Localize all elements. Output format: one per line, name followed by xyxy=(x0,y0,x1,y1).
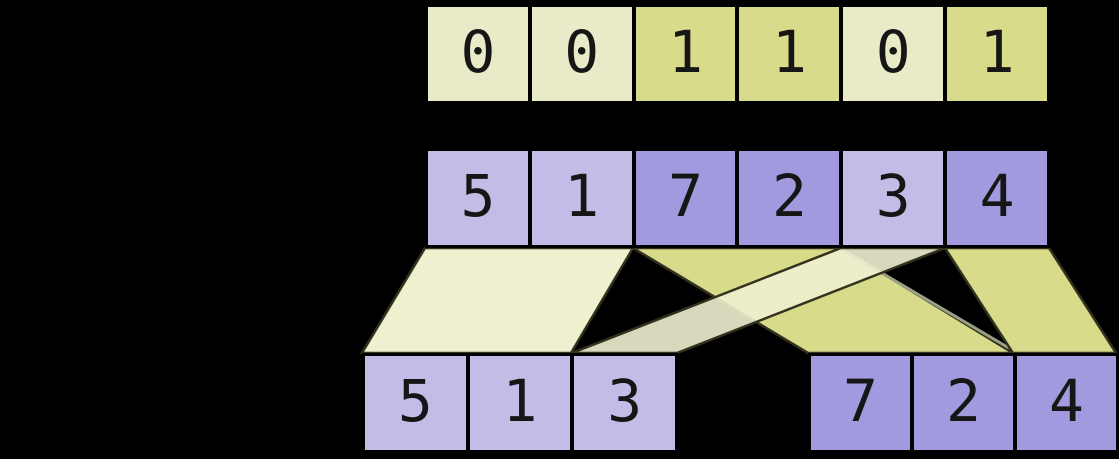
cell-mask-5: 1 xyxy=(943,7,1047,101)
cell-input-1: 1 xyxy=(527,151,632,245)
funnel-zeros-left-band xyxy=(359,246,636,355)
cell-input-4: 3 xyxy=(839,151,944,245)
cell-output_right-0: 7 xyxy=(811,356,910,450)
cell-output_right-1: 2 xyxy=(910,356,1013,450)
cell-mask-4: 0 xyxy=(839,7,944,101)
cell-input-0: 5 xyxy=(428,151,528,245)
cell-input-3: 2 xyxy=(735,151,840,245)
cell-output_left-0: 5 xyxy=(365,356,466,450)
cell-output_right-2: 4 xyxy=(1013,356,1116,450)
cell-mask-3: 1 xyxy=(735,7,840,101)
cell-mask-1: 0 xyxy=(527,7,632,101)
cell-input-5: 4 xyxy=(943,151,1047,245)
cell-output_left-1: 1 xyxy=(465,356,571,450)
cell-input-2: 7 xyxy=(631,151,736,245)
cell-output_left-2: 3 xyxy=(570,356,676,450)
cell-mask-2: 1 xyxy=(631,7,736,101)
cell-mask-0: 0 xyxy=(428,7,528,101)
